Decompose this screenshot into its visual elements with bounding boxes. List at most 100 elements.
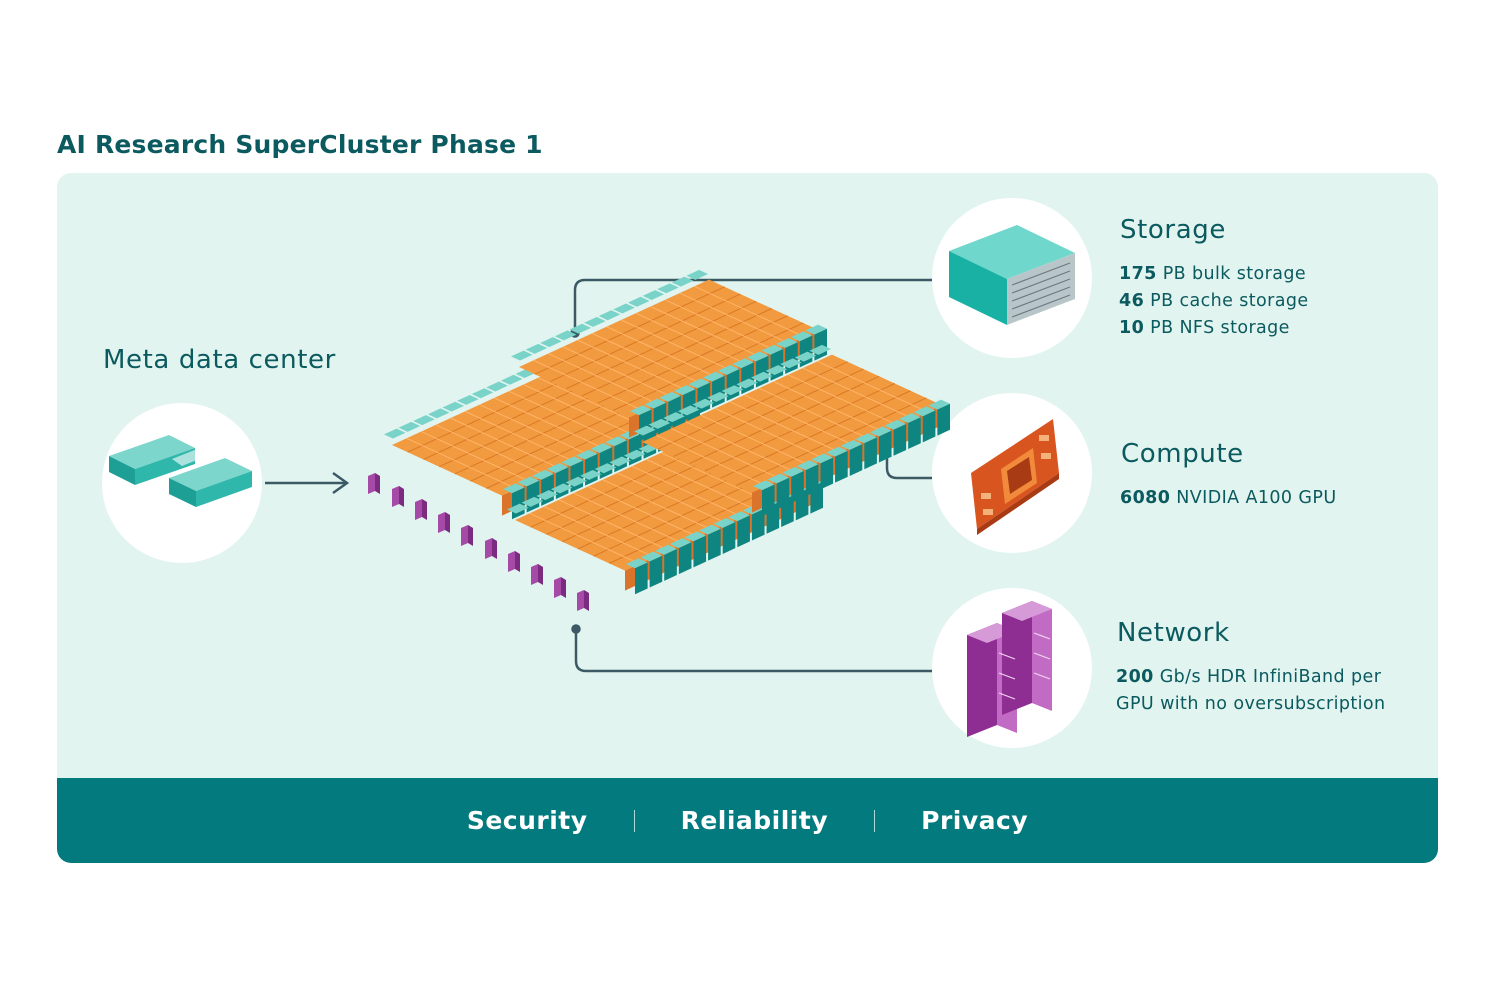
network-switch-side (515, 551, 520, 572)
rack-row-line (736, 397, 927, 486)
teal-rack-top (899, 413, 921, 424)
network-switch (531, 564, 538, 585)
rack-col-line (548, 353, 659, 405)
teal-rack-top (580, 469, 602, 480)
teal-rack-front (635, 562, 648, 595)
rack-col-line (544, 506, 655, 558)
teal-rack-top (703, 371, 725, 382)
teal-rack-top (627, 296, 650, 307)
rack-col-line (464, 410, 576, 463)
footer-security: Security (466, 806, 588, 835)
teal-rack-top (767, 473, 790, 484)
rack-col-line (591, 332, 703, 385)
arrow-head-icon (332, 471, 350, 495)
teal-rack-top (677, 405, 700, 416)
teal-rack-top (753, 480, 775, 491)
teal-rack-front (776, 477, 790, 510)
teal-rack-top (669, 538, 692, 549)
network-switch-side (492, 538, 497, 559)
rack-row-line (581, 308, 773, 397)
storage-heading: Storage (1120, 215, 1226, 245)
network-heading: Network (1117, 618, 1230, 648)
rack-col-line (656, 434, 767, 487)
teal-rack-top (671, 276, 694, 287)
network-switch (508, 551, 515, 572)
network-switch (392, 486, 399, 507)
rack-col-line (635, 312, 747, 365)
rack-col-line (817, 360, 928, 413)
network-switch-side (584, 590, 589, 611)
network-switch (485, 538, 492, 559)
rack-col-line (577, 339, 688, 392)
teal-rack-top (598, 310, 621, 321)
rack-col-line (631, 465, 743, 518)
rack-col-line (617, 472, 728, 524)
teal-rack-top (686, 269, 708, 280)
teal-rack-front (864, 437, 877, 470)
teal-rack-top (776, 338, 798, 349)
teal-rack-top (584, 316, 606, 327)
network-connector (574, 631, 932, 673)
rack-col-line (562, 346, 674, 398)
teal-rack-front (937, 403, 950, 436)
network-switch-side (399, 486, 404, 507)
teal-rack-top (486, 381, 508, 392)
teal-rack-top (605, 436, 627, 447)
rack-col-line (529, 512, 640, 565)
compute-heading: Compute (1121, 439, 1244, 469)
teal-rack-top (707, 391, 729, 402)
teal-rack-top (869, 426, 892, 437)
footer-privacy: Privacy (921, 806, 1029, 835)
teal-rack-top (517, 476, 540, 487)
network-switch-side (468, 525, 473, 546)
teal-rack-top (692, 398, 715, 409)
teal-rack-top (648, 418, 671, 429)
network-switch-side (422, 499, 427, 520)
teal-rack-top (634, 425, 656, 436)
teal-rack-top (732, 358, 754, 369)
teal-rack-top (673, 385, 696, 396)
rack-row-line (673, 368, 864, 457)
page-title: AI Research SuperCluster Phase 1 (57, 130, 543, 159)
teal-rack-top (644, 398, 667, 409)
network-switch (554, 577, 561, 598)
rack-col-line (714, 407, 826, 460)
rack-col-line (602, 479, 713, 531)
teal-rack-top (746, 351, 769, 362)
teal-rack-front (708, 528, 721, 561)
rack-row-line (565, 300, 757, 390)
storage-spec-line: 46 PB cache storage (1119, 291, 1309, 311)
network-specs: 200 Gb/s HDR InfiniBand per GPU with no … (1116, 664, 1386, 718)
rack-col-line (802, 367, 913, 420)
rack-col-line (587, 485, 699, 538)
teal-rack-front (751, 508, 765, 541)
teal-rack-front (820, 457, 834, 490)
teal-rack-front (893, 423, 907, 456)
teal-rack-top (796, 460, 819, 471)
teal-rack-top (840, 439, 863, 450)
teal-rack-top (721, 385, 744, 396)
teal-rack-front (849, 444, 863, 476)
teal-rack-front (693, 535, 707, 568)
teal-rack-top (507, 503, 529, 514)
rack-col-line (650, 306, 761, 358)
teal-rack-top (500, 374, 523, 385)
teal-rack-top (657, 283, 679, 294)
network-rack-icon (967, 601, 1052, 737)
network-switch-side (561, 577, 566, 598)
teal-rack-top (594, 463, 617, 474)
network-switch-side (445, 512, 450, 533)
rack-col-line (606, 326, 717, 378)
network-switch (438, 512, 445, 533)
teal-rack-top (663, 412, 685, 423)
rack-row-line (597, 315, 788, 404)
rack-col-line (435, 424, 547, 476)
teal-rack-top (442, 401, 465, 412)
rack-col-line (479, 404, 590, 456)
teal-rack-top (623, 449, 646, 460)
network-switch (368, 473, 375, 494)
teal-rack-top (855, 433, 877, 444)
rack-col-line (558, 499, 670, 551)
rack-col-line (523, 384, 634, 436)
teal-rack-top (642, 290, 665, 301)
